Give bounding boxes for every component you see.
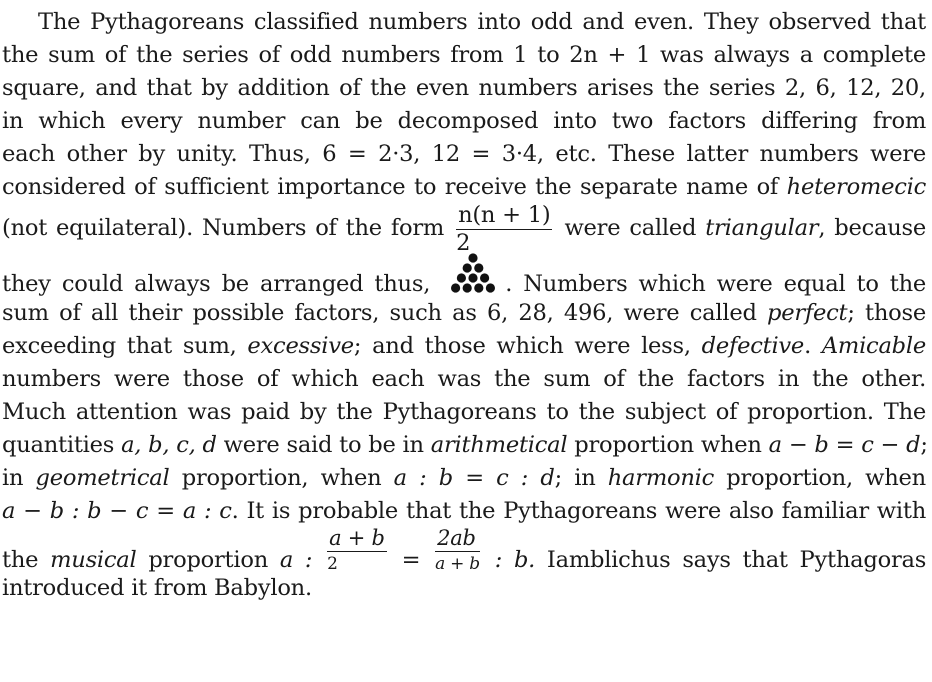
term-geometrical: geometrical	[35, 465, 170, 491]
term-harmonic: harmonic	[607, 465, 715, 491]
math-geometrical: a : b = c : d	[393, 465, 555, 491]
text-line-9: sum of all their possible factors, such …	[2, 300, 926, 326]
text-line-17: introduced it from Babylon.	[2, 575, 312, 601]
text-line-10: exceeding that sum, excessive; and those…	[2, 333, 926, 359]
triangular-dots-figure	[451, 253, 496, 293]
text-line-8: they could always be arranged thus, . Nu…	[2, 253, 926, 297]
text-line-3: square, and that by addition of the even…	[2, 75, 926, 101]
term-perfect: perfect	[767, 300, 848, 326]
math-harmonic: a − b : b − c = a : c	[2, 498, 232, 524]
math-musical-a: a :	[279, 547, 313, 573]
text-line-2: the sum of the series of odd numbers fro…	[2, 42, 926, 68]
math-musical-b: : b.	[494, 547, 536, 573]
text-line-13: quantities a, b, c, d were said to be in…	[2, 432, 928, 458]
text-line-7: (not equilateral). Numbers of the form n…	[2, 202, 926, 256]
term-triangular: triangular	[705, 215, 819, 242]
text-line-12: Much attention was paid by the Pythagore…	[2, 399, 926, 425]
term-heteromecic: heteromecic	[786, 174, 927, 200]
text-line-5: each other by unity. Thus, 6 = 2·3, 12 =…	[2, 141, 926, 167]
text-line-6: considered of sufficient importance to r…	[2, 174, 927, 200]
triangular-fraction: n(n + 1)2	[456, 202, 553, 256]
term-musical: musical	[50, 547, 137, 573]
math-arithmetical: a − b = c − d	[768, 432, 921, 458]
term-amicable: Amicable	[821, 333, 926, 359]
text-line-15: a − b : b − c = a : c. It is probable th…	[2, 498, 927, 524]
term-excessive: excessive	[247, 333, 354, 359]
term-arithmetical: arithmetical	[430, 432, 568, 458]
text-line-14: in geometrical proportion, when a : b = …	[2, 465, 926, 491]
text-line-1: The Pythagoreans classified numbers into…	[38, 9, 926, 35]
text-line-11: numbers were those of which each was the…	[2, 366, 926, 392]
math-abcd: a, b, c, d	[121, 432, 217, 458]
term-defective: defective	[701, 333, 805, 359]
text-line-4: in which every number can be decomposed …	[2, 108, 926, 134]
